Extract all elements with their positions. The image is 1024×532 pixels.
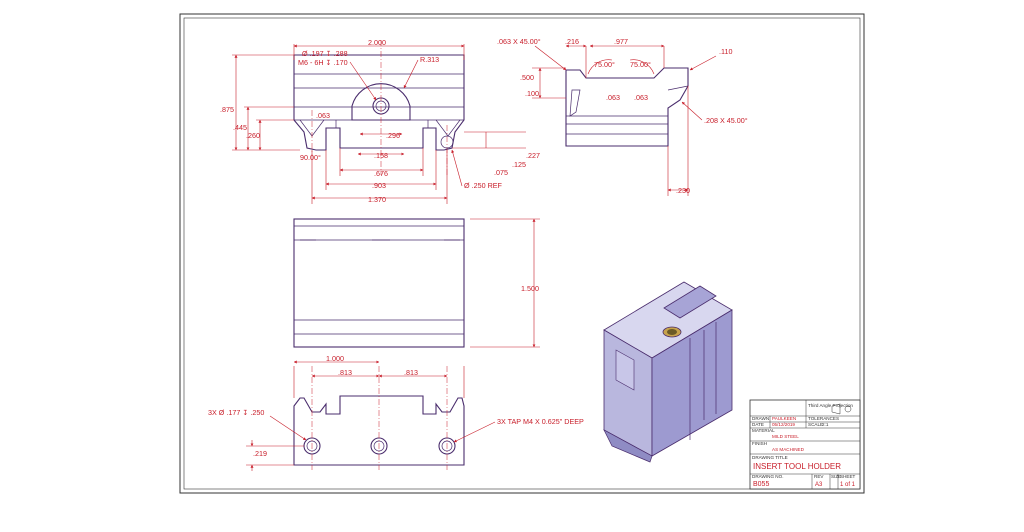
dim-100: .100 [525,89,539,98]
tb-sheet-value: 1 of 1 [840,482,856,488]
tb-sheet-label: SHEET [840,474,856,479]
dim-chamfer-063: .063 X 45.00° [497,37,541,46]
dim-height: .875 [220,105,234,114]
dim-075: .075 [494,168,508,177]
dim-hole-depth: Ø .197 ↧ .288 [302,49,348,58]
dim-125: .125 [512,160,526,169]
dim-1370: 1.370 [368,195,386,204]
dim-219: .219 [253,449,267,458]
iso-side-face [651,309,733,457]
dim-500: .500 [520,73,534,82]
tb-scale-label: SCALE [808,422,823,427]
tb-finish-label: FINISH [752,441,767,446]
dim-angle-75-left: 75.00° [594,60,615,69]
dim-overall-width: 2.000 [368,38,386,47]
bottom-view: 1.000 .813 .813 3X Ø .177 ↧ .250 3X TAP … [208,354,584,471]
tb-drawn-value: PAULKEEN [772,416,796,421]
tb-tolerance-label: TOLERANCES [808,416,839,421]
tb-date-value: 05/12/2019 [772,422,795,427]
projection-symbol-icon [844,405,852,413]
tb-drawn-label: DRAWN [752,416,769,421]
sheet-outer-border [179,13,865,494]
dim-angle: 90.00° [300,153,321,162]
front-view: 2.000 Ø .197 ↧ .288 M6 - 6H ↧ .170 R.313… [220,38,540,204]
dim-110: .110 [719,47,732,56]
tb-rev-label: REV [814,474,824,479]
dim-230: .230 [676,186,690,195]
dim-216: .216 [565,37,579,46]
tb-size-value: A3 [815,482,823,488]
tb-scale-value: 2:1 [822,422,829,427]
dim-chamfer-208: .208 X 45.00° [704,116,748,125]
dim-813-left: .813 [338,368,352,377]
dim-445: .445 [233,123,247,132]
tb-date-label: DATE [752,422,764,427]
tb-drawing-no-label: DRAWING NO. [752,474,783,479]
dim-angle-75-right: 75.00° [630,60,651,69]
dim-903: .903 [372,181,386,190]
tb-projection-label: Third Angle Projection [808,403,853,408]
dim-063-left: .063 [606,93,620,102]
dim-227: .227 [526,151,540,160]
dim-radius: R.313 [420,55,439,64]
dim-tap: 3X TAP M4 X 0.625" DEEP [497,417,584,426]
dim-158: .158 [374,151,388,160]
sheet-inner-border [183,17,861,490]
dim-063: .063 [316,111,330,120]
dim-holes: 3X Ø .177 ↧ .250 [208,408,264,417]
dim-063-right: .063 [634,93,648,102]
dim-977: .977 [614,37,628,46]
top-view: 1.500 [293,218,540,348]
tb-drawing-no: B055 [753,481,769,488]
tb-size-label: SIZE [831,474,841,479]
dim-260: .260 [246,131,260,140]
dim-676: .676 [374,169,388,178]
tb-drawing-title: INSERT TOOL HOLDER [753,462,841,471]
side-view: .063 X 45.00° .216 .977 .110 .500 .100 7… [497,37,748,196]
dim-813-right: .813 [404,368,418,377]
tb-title-label: DRAWING TITLE [752,455,788,460]
tb-finish-value: AS MACHINED [772,447,805,452]
title-block: Third Angle Projection DRAWN PAULKEEN TO… [749,399,861,490]
isometric-view [603,281,733,463]
dim-1000: 1.000 [326,354,344,363]
dim-thread: M6 - 6H ↧ .170 [298,58,348,67]
dim-1500: 1.500 [521,284,539,293]
dim-ref-hole: Ø .250 REF [464,181,503,190]
tb-material-label: MATERIAL [752,428,775,433]
tb-material-value: MILD STEEL [772,434,799,439]
dim-296: .296 [386,131,400,140]
